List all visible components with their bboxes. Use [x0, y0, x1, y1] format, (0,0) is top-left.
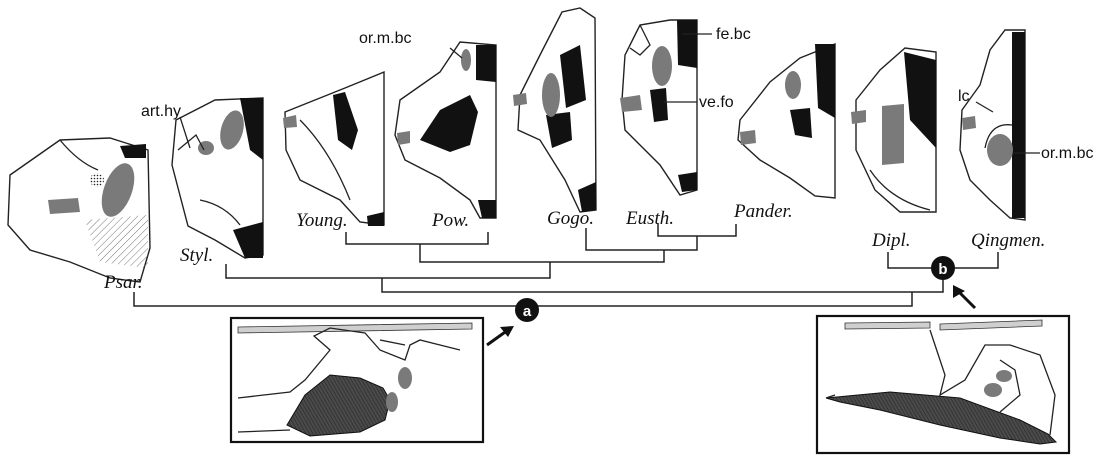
skull-pander — [738, 44, 835, 198]
label-fe-bc: fe.bc — [716, 26, 751, 43]
taxon-eusth: Eusth. — [625, 208, 674, 229]
inset-panel-b — [817, 316, 1069, 453]
taxon-young: Young. — [296, 210, 348, 231]
taxon-pander: Pander. — [733, 201, 793, 222]
svg-text:a: a — [523, 303, 532, 320]
skull-qingmen — [960, 30, 1025, 220]
node-a: a — [515, 298, 539, 322]
skull-eusth — [620, 20, 697, 195]
svg-text:b: b — [938, 261, 947, 278]
taxon-qingmen: Qingmen. — [971, 230, 1045, 251]
arrow-to-node-a — [487, 326, 514, 345]
label-art-hy: art.hy — [141, 103, 181, 120]
taxon-pow: Pow. — [431, 210, 469, 231]
arrow-to-node-b — [953, 285, 975, 308]
skull-gogo — [513, 8, 596, 212]
taxon-dipl: Dipl. — [871, 230, 911, 251]
skull-dipl — [851, 48, 936, 212]
inset-panel-a — [231, 318, 483, 442]
skull-young — [283, 72, 384, 226]
taxon-gogo: Gogo. — [547, 208, 594, 229]
node-b: b — [931, 256, 955, 280]
label-ve-fo: ve.fo — [699, 94, 734, 111]
skull-styl — [172, 98, 263, 258]
skull-psar — [8, 138, 150, 282]
label-lc: lc — [958, 88, 970, 105]
skull-pow — [395, 42, 496, 218]
taxon-styl: Styl. — [180, 245, 213, 266]
label-or-m-bc-right: or.m.bc — [1041, 145, 1093, 162]
label-or-m-bc-top: or.m.bc — [359, 30, 411, 47]
taxon-psar: Psar. — [103, 272, 143, 293]
